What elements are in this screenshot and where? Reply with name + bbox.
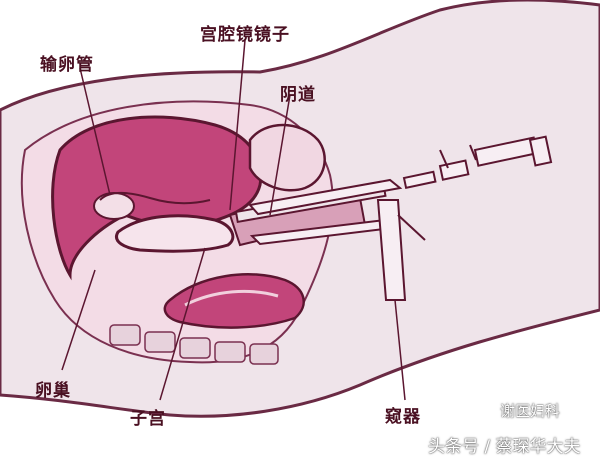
fallopian-tube-shape bbox=[99, 192, 211, 205]
label-hysteroscope: 宫腔镜镜子 bbox=[200, 25, 290, 45]
label-fallopian-tube: 输卵管 bbox=[40, 55, 94, 75]
ovary-shape bbox=[93, 192, 135, 220]
watermark-account: 谢医妇科 bbox=[500, 402, 561, 420]
uterine-cavity bbox=[115, 214, 235, 253]
syringe-plunger bbox=[528, 135, 553, 167]
rectum-inner bbox=[184, 289, 279, 307]
valve-stem-1 bbox=[439, 149, 449, 169]
rectum-shape bbox=[163, 273, 305, 329]
label-leader-lines bbox=[61, 39, 406, 401]
label-speculum: 窥器 bbox=[385, 407, 421, 427]
watermark-source: 头条号 / 蔡琛华大夫 bbox=[428, 437, 581, 457]
speculum-upper-blade bbox=[248, 178, 403, 216]
label-vagina: 阴道 bbox=[280, 85, 316, 105]
valve-stem-2 bbox=[469, 144, 477, 161]
label-ovary: 卵巢 bbox=[35, 381, 71, 401]
speculum-screw bbox=[397, 214, 426, 241]
scope-connector bbox=[402, 170, 437, 189]
bladder-shape bbox=[248, 123, 326, 192]
speculum-handle bbox=[376, 199, 407, 301]
label-uterus: 子宫 bbox=[130, 409, 166, 429]
spine-vertebrae bbox=[109, 324, 279, 365]
